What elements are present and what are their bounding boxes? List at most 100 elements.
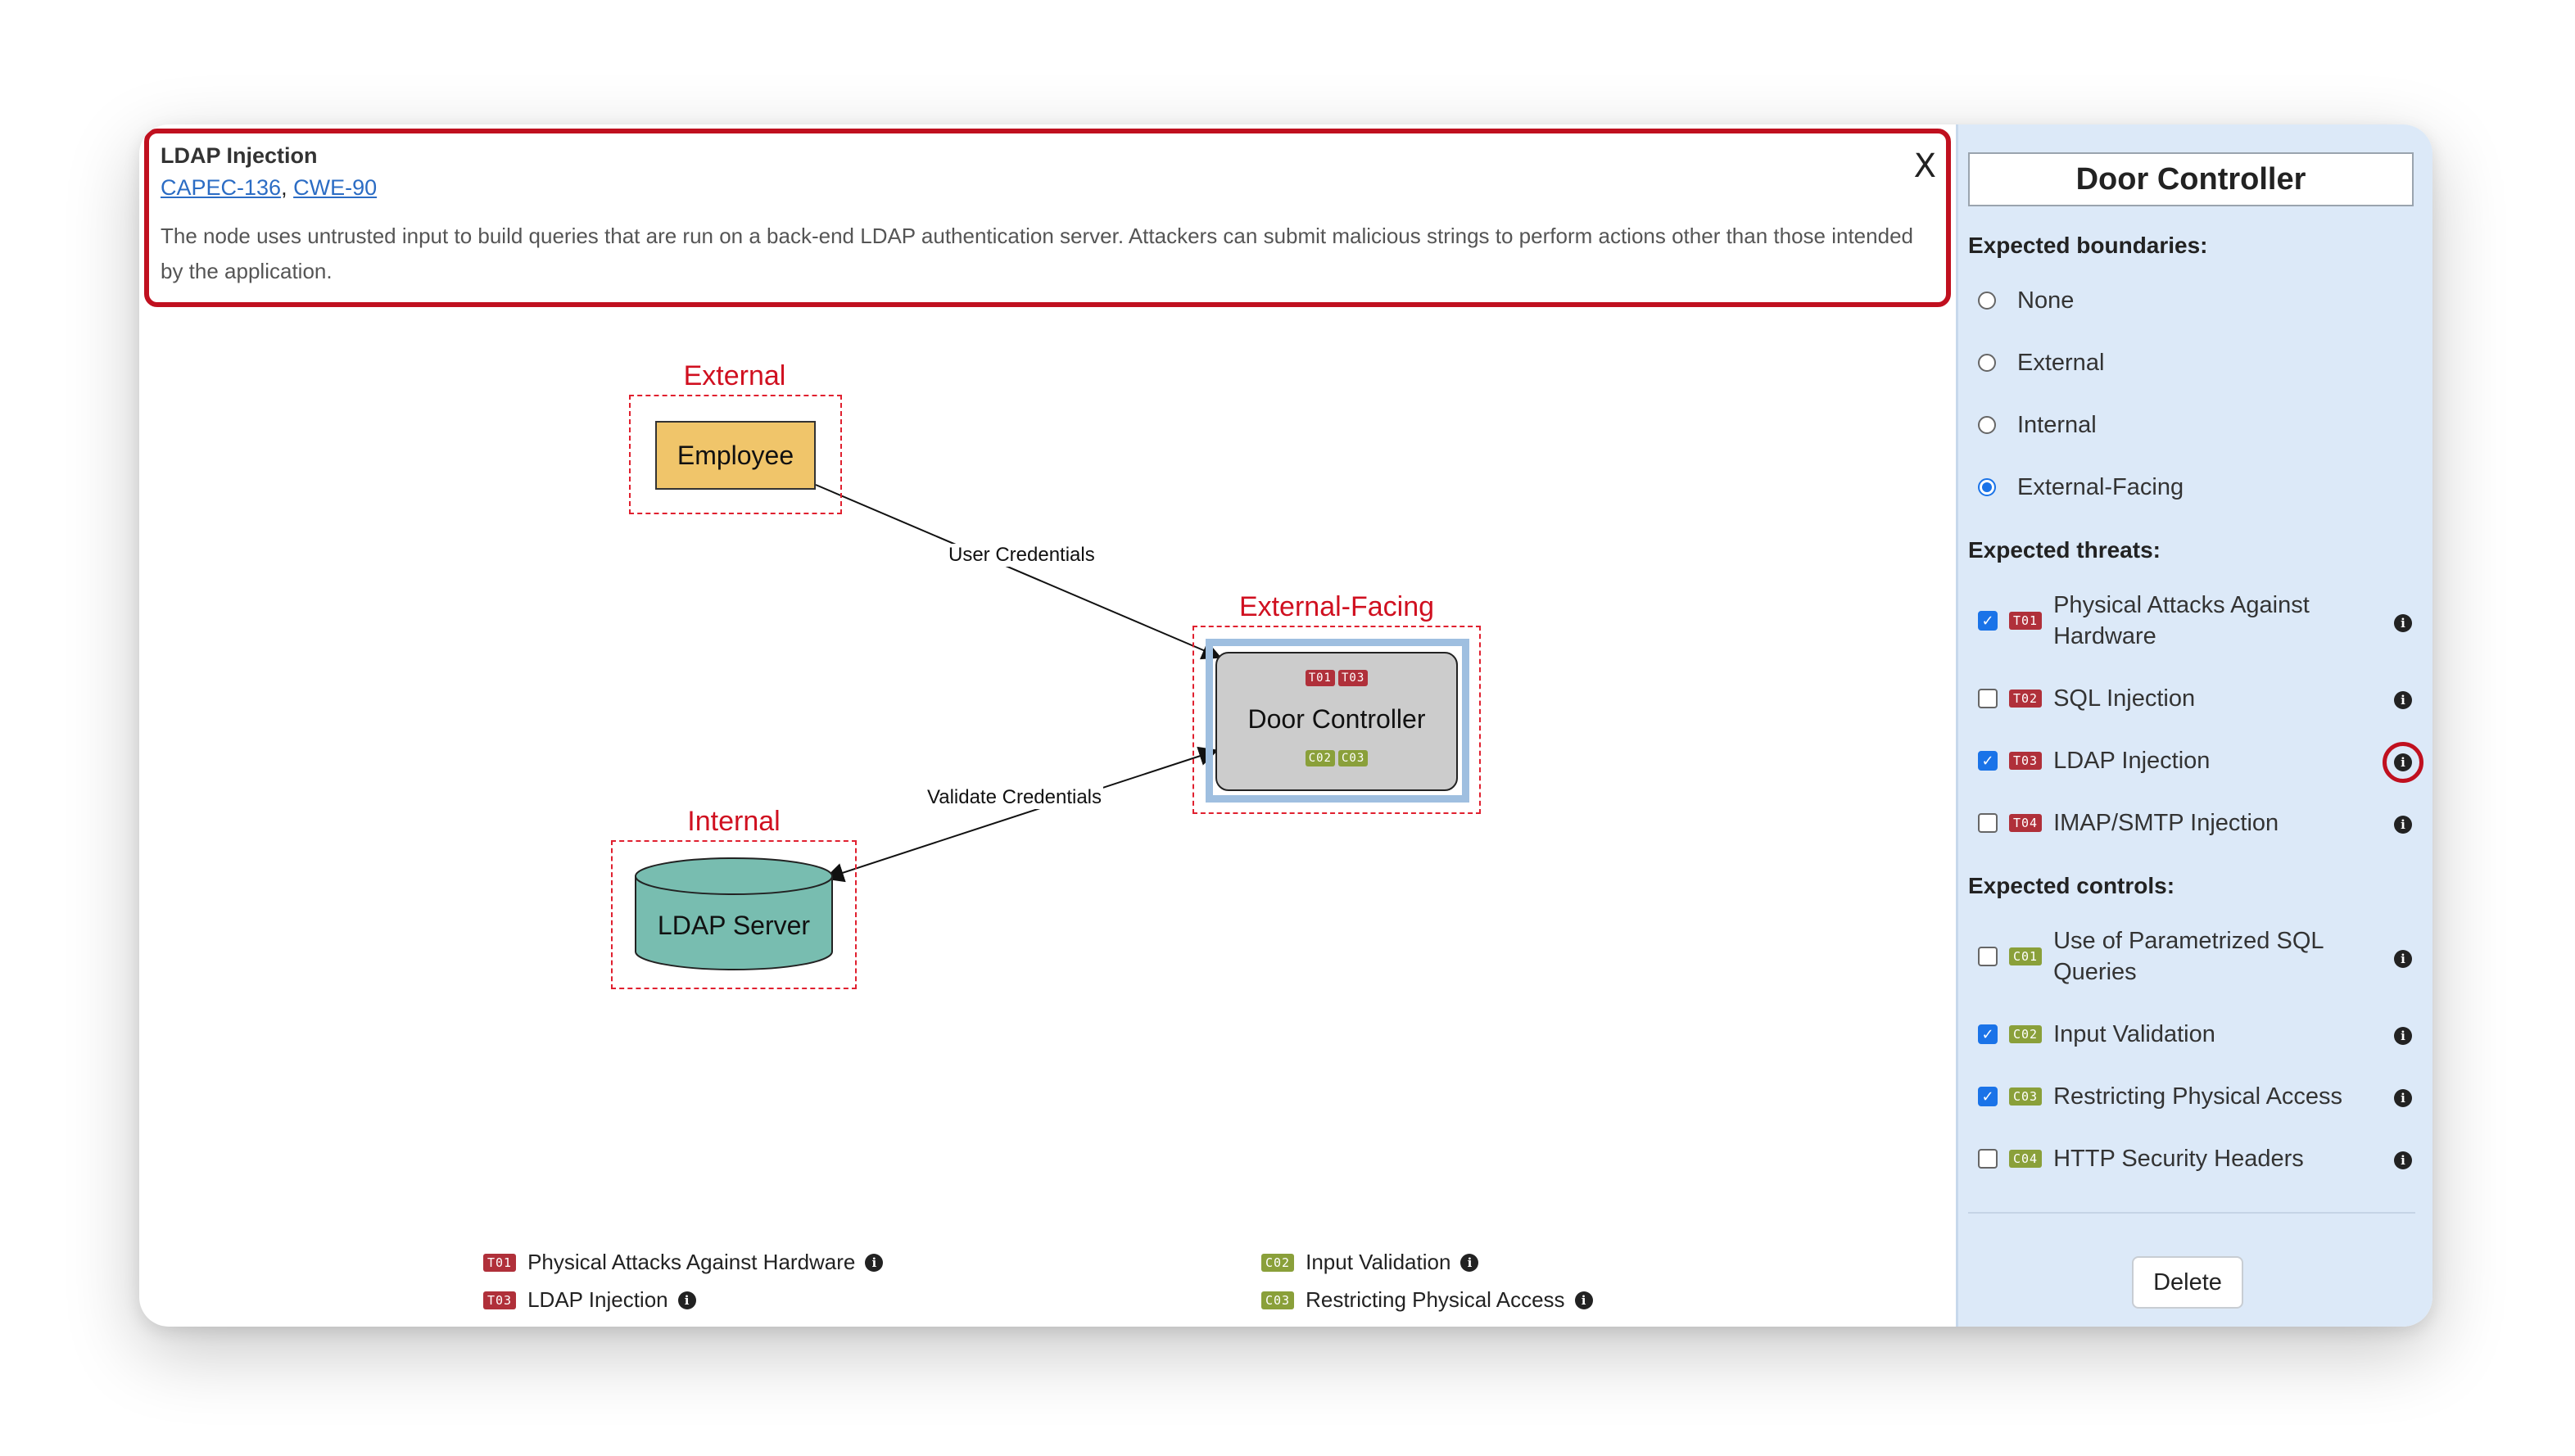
- ref-separator: ,: [281, 175, 287, 200]
- info-icon[interactable]: i: [1574, 1291, 1593, 1309]
- radio-button[interactable]: [1978, 416, 1996, 434]
- legend-tag: C03: [1261, 1291, 1295, 1309]
- diagram-edges: [635, 484, 1222, 970]
- threat-tag: T02: [2009, 690, 2043, 708]
- info-icon[interactable]: i: [677, 1291, 696, 1309]
- threat-option-t01[interactable]: ✓ T01 Physical Attacks Against Hardware: [1978, 590, 2348, 652]
- checkbox[interactable]: [1978, 947, 1998, 966]
- info-icon[interactable]: i: [865, 1253, 884, 1272]
- threat-info-box: LDAP Injection CAPEC-136, CWE-90 The nod…: [144, 129, 1951, 307]
- node-properties-panel: Door Controller Expected boundaries: Non…: [1956, 124, 2432, 1327]
- boundary-option-internal[interactable]: Internal: [1978, 409, 2097, 441]
- threat-label: SQL Injection: [2053, 685, 2196, 712]
- threat-tag: T01: [2009, 612, 2043, 630]
- legend-tag: T03: [483, 1291, 517, 1309]
- threat-label: Physical Attacks Against Hardware: [2053, 592, 2310, 649]
- legend-tag: T01: [483, 1253, 517, 1272]
- radio-button[interactable]: [1978, 354, 1996, 372]
- highlight-ring: [2383, 742, 2423, 783]
- ldap-server-shape: [635, 857, 833, 970]
- threat-option-t04[interactable]: T04 IMAP/SMTP Injection: [1978, 807, 2279, 839]
- checkbox-checked[interactable]: ✓: [1978, 611, 1998, 631]
- info-icon[interactable]: i: [2394, 1151, 2412, 1169]
- cwe-link[interactable]: CWE-90: [293, 175, 378, 200]
- info-references: CAPEC-136, CWE-90: [161, 171, 1935, 204]
- legend-control-c03: C03 Restricting Physical Access i: [1261, 1287, 1593, 1313]
- checkbox[interactable]: [1978, 689, 1998, 708]
- close-button[interactable]: X: [1913, 147, 1936, 185]
- control-option-c01[interactable]: C01 Use of Parametrized SQL Queries: [1978, 925, 2348, 988]
- threats-heading: Expected threats:: [1968, 537, 2161, 563]
- info-icon[interactable]: i: [1460, 1253, 1479, 1272]
- boundary-internal[interactable]: [611, 840, 857, 989]
- checkbox-checked[interactable]: ✓: [1978, 751, 1998, 771]
- checkbox[interactable]: [1978, 1149, 1998, 1169]
- capec-link[interactable]: CAPEC-136: [161, 175, 282, 200]
- info-icon[interactable]: i: [2394, 950, 2412, 968]
- control-tag: C01: [2009, 947, 2043, 965]
- legend-label: Input Validation: [1306, 1250, 1451, 1274]
- boundary-option-external-facing[interactable]: External-Facing: [1978, 472, 2184, 503]
- control-option-c02[interactable]: ✓ C02 Input Validation: [1978, 1019, 2215, 1050]
- info-icon[interactable]: i: [2394, 614, 2412, 632]
- threat-option-t03[interactable]: ✓ T03 LDAP Injection: [1978, 745, 2210, 776]
- door-tag-t01: T01: [1305, 670, 1335, 686]
- control-tag: C03: [2009, 1087, 2043, 1106]
- boundary-external-facing[interactable]: [1192, 626, 1481, 814]
- control-label: Use of Parametrized SQL Queries: [2053, 928, 2324, 985]
- threat-option-t02[interactable]: T02 SQL Injection: [1978, 683, 2195, 714]
- node-employee-label: Employee: [677, 440, 794, 470]
- boundary-external[interactable]: [629, 395, 842, 514]
- boundary-label-internal: Internal: [687, 806, 781, 837]
- legend-label: Physical Attacks Against Hardware: [527, 1250, 856, 1274]
- boundary-option-label: Internal: [2017, 412, 2097, 438]
- info-icon[interactable]: i: [2394, 1089, 2412, 1107]
- node-ldap-server-label: LDAP Server: [657, 910, 811, 940]
- boundary-option-external[interactable]: External: [1978, 347, 2104, 378]
- door-tag-c03: C03: [1338, 750, 1369, 766]
- radio-button[interactable]: [1978, 292, 1996, 310]
- checkbox-checked[interactable]: ✓: [1978, 1087, 1998, 1106]
- edge-validate-credentials: [824, 746, 1219, 883]
- threat-tag: T03: [2009, 752, 2043, 770]
- control-label: Restricting Physical Access: [2053, 1083, 2343, 1110]
- boundary-option-label: External-Facing: [2017, 474, 2184, 500]
- radio-button-selected[interactable]: [1978, 478, 1996, 496]
- boundaries-heading: Expected boundaries:: [1968, 233, 2208, 258]
- boundary-label-external: External: [683, 360, 786, 391]
- panel-divider: [1968, 1212, 2415, 1214]
- legend-threat-t03: T03 LDAP Injection i: [483, 1287, 696, 1313]
- checkbox[interactable]: [1978, 813, 1998, 833]
- edge-label-user-credentials: User Credentials: [947, 544, 1097, 567]
- node-name-field[interactable]: Door Controller: [1968, 152, 2414, 206]
- node-employee[interactable]: Employee: [655, 421, 816, 490]
- boundary-label-external-facing: External-Facing: [1238, 591, 1435, 622]
- control-tag: C02: [2009, 1025, 2043, 1043]
- edge-label-validate-credentials: Validate Credentials: [925, 786, 1104, 809]
- legend-label: Restricting Physical Access: [1306, 1287, 1565, 1312]
- control-option-c04[interactable]: C04 HTTP Security Headers: [1978, 1143, 2304, 1174]
- info-description: The node uses untrusted input to build q…: [161, 224, 1913, 283]
- threat-tag: T04: [2009, 814, 2043, 832]
- boundary-option-none[interactable]: None: [1978, 285, 2074, 316]
- delete-button[interactable]: Delete: [2132, 1256, 2243, 1309]
- checkbox-checked[interactable]: ✓: [1978, 1024, 1998, 1044]
- control-option-c03[interactable]: ✓ C03 Restricting Physical Access: [1978, 1081, 2342, 1112]
- legend-tag: C02: [1261, 1253, 1295, 1272]
- info-icon[interactable]: i: [2394, 691, 2412, 709]
- edge-user-credentials: [815, 484, 1222, 660]
- legend-label: LDAP Injection: [527, 1287, 668, 1312]
- control-tag: C04: [2009, 1150, 2043, 1168]
- info-icon[interactable]: i: [2394, 816, 2412, 834]
- info-title: LDAP Injection: [161, 143, 318, 168]
- node-ldap-server[interactable]: LDAP Server: [636, 901, 832, 950]
- controls-heading: Expected controls:: [1968, 873, 2175, 898]
- door-tag-c02: C02: [1305, 750, 1335, 766]
- door-tag-t03: T03: [1338, 670, 1369, 686]
- info-icon[interactable]: i: [2394, 1027, 2412, 1045]
- legend-threat-t01: T01 Physical Attacks Against Hardware i: [483, 1250, 884, 1275]
